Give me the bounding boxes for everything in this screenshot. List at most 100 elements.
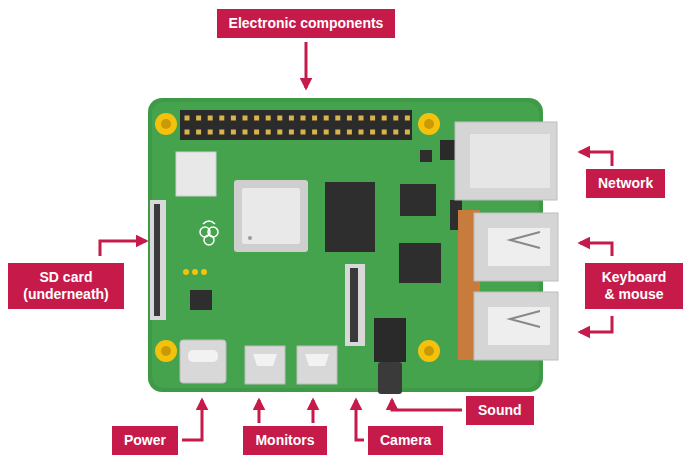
- audio-jack-body: [374, 318, 406, 362]
- gpio-pin: [196, 130, 201, 135]
- label-text: Power: [124, 432, 166, 449]
- gpio-pin: [185, 116, 190, 121]
- hdmi-socket: [253, 354, 277, 366]
- led-pad: [201, 269, 207, 275]
- leader-arrow: [392, 400, 462, 410]
- gpio-pin: [289, 116, 294, 121]
- usb-tongue: [510, 232, 540, 248]
- label-text: Monitors: [255, 432, 314, 449]
- gpio-pin: [254, 116, 259, 121]
- callout-label: Network: [586, 169, 665, 198]
- label-text: SD card (underneath): [20, 269, 112, 303]
- processor: [234, 180, 308, 252]
- gpio-pin: [370, 130, 375, 135]
- label-text: Camera: [380, 432, 431, 449]
- gpio-pin: [393, 130, 398, 135]
- leader-arrow: [580, 316, 612, 332]
- callout-label: Keyboard & mouse: [585, 263, 683, 309]
- usb-chip: [399, 243, 441, 283]
- gpio-pin: [219, 116, 224, 121]
- leader-arrow: [258, 400, 261, 423]
- audio-jack-barrel: [378, 362, 402, 394]
- mounting-hole-center: [161, 119, 171, 129]
- gpio-pin: [243, 116, 248, 121]
- gpio-pin: [185, 130, 190, 135]
- small-chip: [420, 150, 432, 162]
- gpio-pin: [359, 130, 364, 135]
- usb-port: [474, 213, 558, 281]
- ethernet-chip: [400, 184, 436, 216]
- connector-slot: [350, 268, 358, 342]
- gpio-pin: [370, 116, 375, 121]
- hdmi-socket: [305, 354, 329, 366]
- gpio-pin: [393, 116, 398, 121]
- gpio-pin: [382, 116, 387, 121]
- label-text: Keyboard & mouse: [597, 269, 671, 303]
- mounting-hole-center: [424, 346, 434, 356]
- gpio-pin: [301, 116, 306, 121]
- gpio-pin: [231, 130, 236, 135]
- processor-mark: [248, 236, 252, 240]
- leader-arrow: [100, 241, 146, 256]
- gpio-pin: [312, 116, 317, 121]
- gpio-pin: [335, 116, 340, 121]
- usb-c-port: [180, 340, 226, 383]
- led-pad: [192, 269, 198, 275]
- leader-arrow: [182, 400, 202, 440]
- usb-tongue: [510, 311, 540, 327]
- poe-header: [440, 140, 456, 160]
- power-chip: [190, 290, 212, 310]
- mounting-hole: [155, 113, 177, 135]
- gpio-pin: [266, 130, 271, 135]
- callout-label: SD card (underneath): [8, 263, 124, 309]
- gpio-pin: [219, 130, 224, 135]
- gpio-pin: [324, 130, 329, 135]
- gpio-pin: [347, 116, 352, 121]
- gpio-pin: [208, 130, 213, 135]
- mounting-hole: [155, 340, 177, 362]
- gpio-pin: [289, 130, 294, 135]
- gpio-pin: [231, 116, 236, 121]
- micro-hdmi-port: [245, 346, 285, 384]
- callout-label: Sound: [466, 396, 534, 425]
- leader-arrow: [312, 400, 315, 423]
- gpio-pin: [359, 116, 364, 121]
- usb-socket: [488, 228, 550, 266]
- ethernet-port: [455, 122, 557, 200]
- gpio-pin: [382, 130, 387, 135]
- mounting-hole: [418, 340, 440, 362]
- leader-arrow: [305, 42, 308, 88]
- usb-port: [474, 292, 558, 360]
- gpio-pin: [254, 130, 259, 135]
- gpio-pin: [324, 116, 329, 121]
- camera-connector: [345, 264, 365, 346]
- gpio-pin: [312, 130, 317, 135]
- mounting-hole: [418, 113, 440, 135]
- display-connector: [150, 200, 166, 320]
- leader-arrow: [580, 243, 612, 256]
- logo-leaf: [203, 221, 215, 224]
- gpio-pin: [347, 130, 352, 135]
- callout-label: Power: [112, 426, 178, 455]
- mounting-hole-center: [161, 346, 171, 356]
- gpio-pin: [243, 130, 248, 135]
- callout-label: Camera: [368, 426, 443, 455]
- gpio-pin: [277, 130, 282, 135]
- processor-lid: [242, 188, 300, 244]
- gpio-pin: [335, 130, 340, 135]
- wifi-module: [176, 152, 216, 196]
- gpio-pin: [266, 116, 271, 121]
- callout-label: Monitors: [243, 426, 326, 455]
- gpio-pin: [301, 130, 306, 135]
- gpio-pin: [277, 116, 282, 121]
- callout-label: Electronic components: [217, 9, 396, 38]
- ram-chip: [325, 182, 375, 252]
- label-text: Network: [598, 175, 653, 192]
- leader-arrow: [580, 152, 612, 166]
- gpio-header: [180, 110, 412, 140]
- gpio-pin: [405, 130, 410, 135]
- led-pad: [183, 269, 189, 275]
- connector-slot: [154, 204, 160, 316]
